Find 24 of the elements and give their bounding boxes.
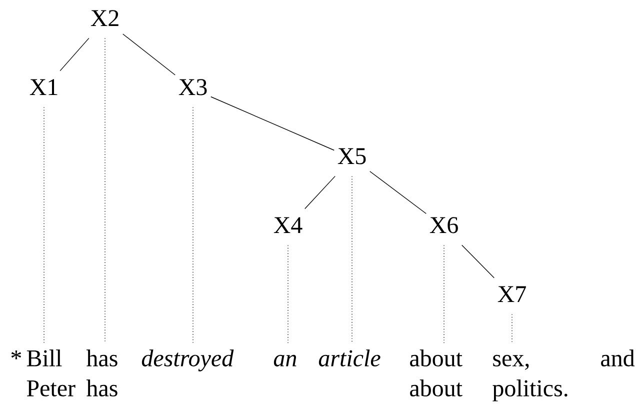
word: article — [318, 350, 380, 366]
word: has has — [86, 350, 118, 396]
tree-node-label: X4 — [274, 217, 302, 233]
tree-branch — [462, 244, 494, 278]
tree-node-label: X3 — [178, 79, 207, 96]
word: sex, politics. — [492, 354, 568, 402]
tree-node-label: X1 — [30, 79, 58, 95]
dotted-line — [192, 106, 194, 344]
word: destroyed — [142, 350, 234, 372]
tree-node-label: X5 — [338, 148, 366, 164]
tree-branch — [370, 171, 426, 214]
tree-node-label: X7 — [498, 286, 526, 302]
tree-branch — [210, 96, 334, 151]
word: * — [11, 350, 22, 360]
tree-branch — [60, 38, 90, 72]
tree-branch — [304, 176, 336, 210]
word: about about — [410, 350, 462, 396]
word: an — [274, 354, 296, 366]
tree-node-label: X6 — [430, 217, 458, 234]
tree-branch — [122, 34, 176, 76]
dotted-line — [104, 38, 106, 344]
word: and — [601, 350, 635, 366]
word: Bill Peter — [26, 350, 76, 396]
tree-node-label: X2 — [90, 10, 118, 26]
